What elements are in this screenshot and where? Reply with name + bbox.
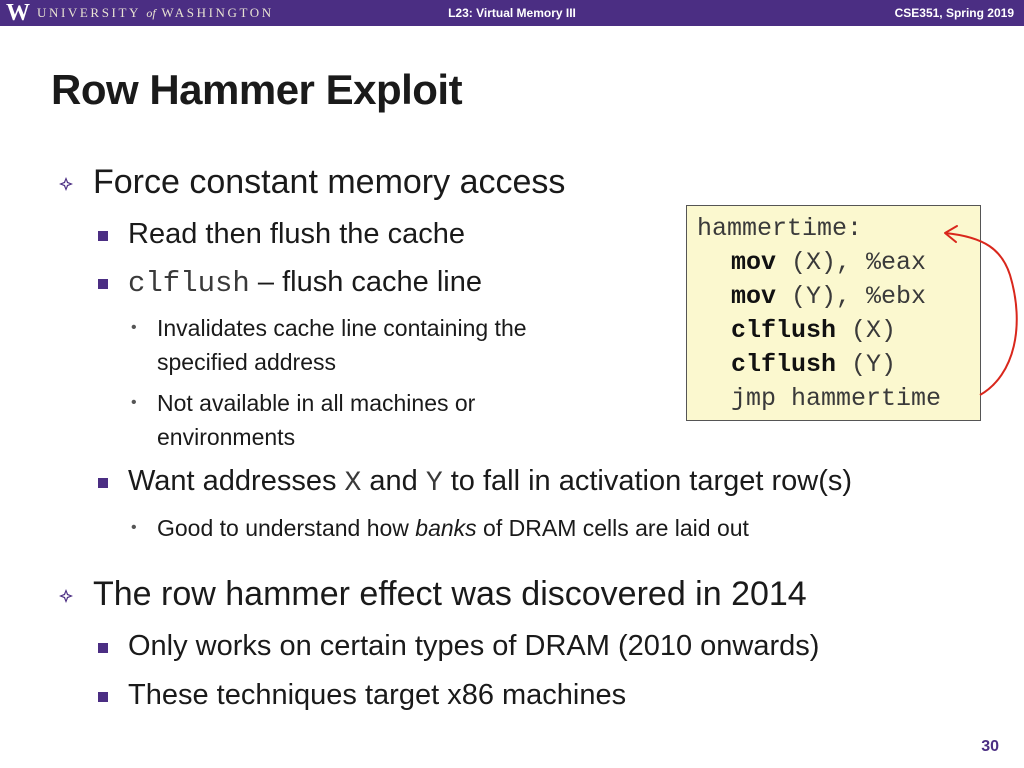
lecture-title: L23: Virtual Memory III: [448, 6, 576, 20]
code-line-mov-y: mov (Y), %ebx: [731, 282, 927, 311]
dot-bullet-icon: •: [131, 519, 137, 536]
code-label: hammertime:: [697, 214, 863, 243]
course-label: CSE351, Spring 2019: [894, 6, 1014, 20]
square-bullet-icon: [98, 643, 108, 653]
code-line-jmp: jmp hammertime: [731, 384, 942, 413]
code-line-mov-x: mov (X), %eax: [731, 248, 927, 277]
slide-title: Row Hammer Exploit: [51, 66, 463, 113]
bullet-text: clflush – flush cache line: [128, 266, 482, 300]
square-bullet-icon: [98, 692, 108, 702]
square-bullet-icon: [98, 478, 108, 488]
code-line-clflush-y: clflush (Y): [731, 350, 897, 379]
code-line-clflush-x: clflush (X): [731, 316, 897, 345]
university-name: UNIVERSITY of WASHINGTON: [37, 5, 274, 20]
diamond-bullet-icon: [59, 177, 73, 191]
bullet-text: Only works on certain types of DRAM (201…: [128, 630, 820, 662]
bullet-text: These techniques target x86 machines: [128, 679, 627, 711]
bullet-text: Force constant memory access: [93, 163, 566, 201]
uw-logo: W UNIVERSITY of WASHINGTON: [6, 0, 274, 26]
square-bullet-icon: [98, 231, 108, 241]
header-bar: W UNIVERSITY of WASHINGTON L23: Virtual …: [0, 0, 1024, 26]
clflush-code: clflush: [128, 267, 250, 300]
dot-bullet-icon: •: [131, 319, 137, 336]
square-bullet-icon: [98, 279, 108, 289]
dot-bullet-icon: •: [131, 394, 137, 411]
diamond-bullet-icon: [59, 589, 73, 603]
page-number: 30: [981, 738, 999, 755]
uw-w-logo-icon: W: [6, 0, 30, 26]
code-box: hammertime: mov (X), %eax mov (Y), %ebx …: [686, 205, 981, 421]
bullet-text: Read then flush the cache: [128, 218, 465, 250]
loop-arrow-icon: [944, 225, 1018, 396]
bullet-text: The row hammer effect was discovered in …: [93, 575, 807, 613]
